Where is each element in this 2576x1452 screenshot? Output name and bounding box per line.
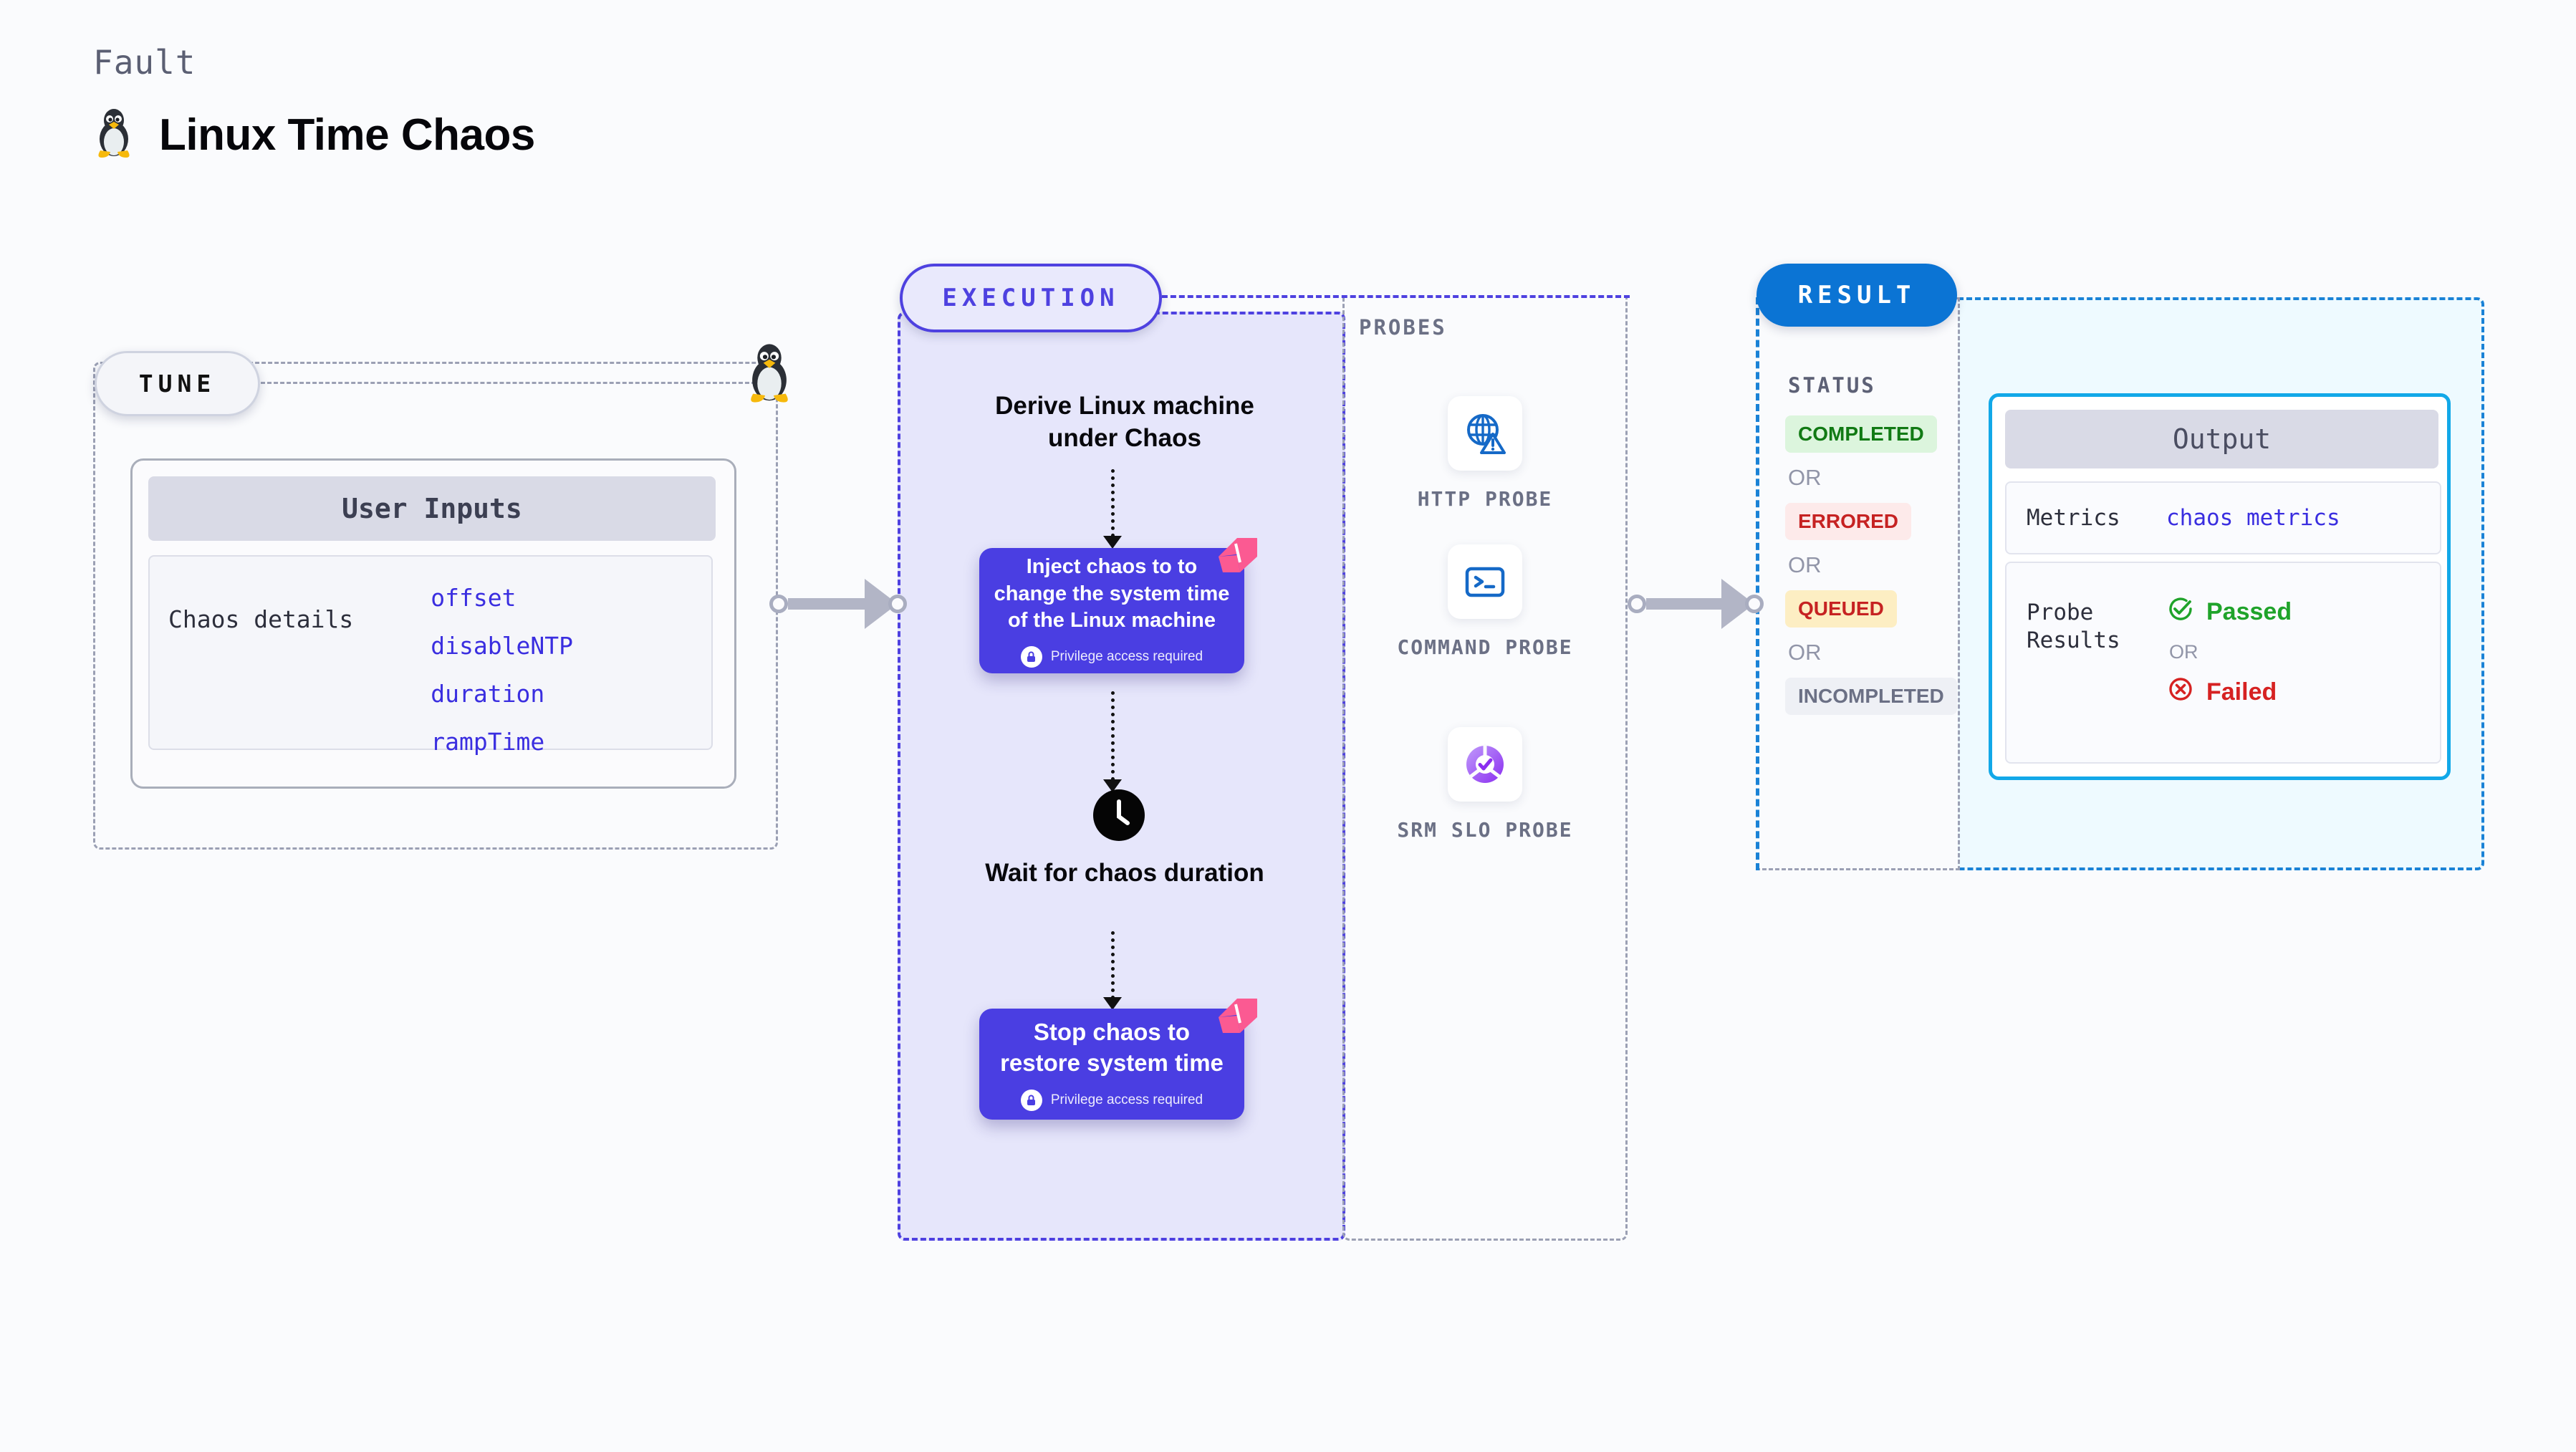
flow-arrow-execution-to-result — [1628, 579, 1764, 629]
execution-step-stop-label: Stop chaos to restore system time — [1000, 1018, 1224, 1076]
user-inputs-card: User Inputs Chaos details offset disable… — [130, 458, 736, 789]
param-ramptime[interactable]: rampTime — [431, 728, 545, 756]
output-probe-passed-label: Passed — [2206, 598, 2292, 625]
lock-icon — [1020, 646, 1042, 668]
execution-connector-2-head — [1103, 779, 1122, 792]
probe-item-http-label: HTTP PROBE — [1417, 487, 1553, 511]
status-or-1: OR — [1788, 465, 1822, 490]
status-badge-errored: ERRORED — [1785, 503, 1912, 540]
execution-connector-3 — [1111, 931, 1115, 999]
output-metrics-key: Metrics — [2027, 504, 2120, 531]
probes-label: PROBES — [1359, 315, 1447, 340]
output-probe-passed: Passed — [2166, 595, 2292, 630]
status-badge-completed: COMPLETED — [1785, 415, 1937, 453]
tune-badge[interactable]: TUNE — [95, 351, 260, 416]
output-probe-failed-label: Failed — [2206, 678, 2277, 706]
arrow-bar — [788, 598, 866, 610]
arrow-start-dot — [1628, 595, 1646, 613]
probe-item-srm-slo[interactable]: SRM SLO PROBE — [1392, 727, 1578, 844]
probes-panel — [1342, 295, 1628, 1241]
execution-connector-1 — [1111, 469, 1115, 537]
execution-step-inject-note: Privilege access required — [1020, 646, 1203, 668]
output-card: Output Metrics chaos metrics Probe Resul… — [1989, 393, 2451, 780]
result-badge[interactable]: RESULT — [1756, 264, 1957, 327]
execution-step-stop-note-label: Privilege access required — [1050, 1092, 1203, 1108]
globe-warning-icon — [1448, 396, 1522, 471]
fault-kicker: Fault — [93, 43, 196, 82]
execution-top-line — [1153, 295, 1630, 298]
execution-step-stop-note: Privilege access required — [1020, 1090, 1203, 1112]
execution-connector-3-head — [1103, 997, 1122, 1010]
output-probe-results-row: Probe Results Passed OR — [2005, 562, 2441, 764]
x-circle-icon — [2166, 675, 2195, 710]
status-badge-queued: QUEUED — [1785, 590, 1897, 628]
param-duration[interactable]: duration — [431, 680, 545, 708]
chaos-ribbon-icon — [1216, 535, 1260, 575]
execution-step-wait-label: Wait for chaos duration — [985, 859, 1264, 887]
terminal-icon — [1448, 544, 1522, 619]
output-metrics-value[interactable]: chaos metrics — [2166, 505, 2340, 531]
probe-item-command-label: COMMAND PROBE — [1397, 635, 1573, 659]
probe-item-srm-slo-label: SRM SLO PROBE — [1397, 818, 1573, 842]
probe-item-command[interactable]: COMMAND PROBE — [1392, 544, 1578, 661]
arrow-end-dot — [888, 595, 907, 613]
page-title: Linux Time Chaos — [159, 110, 535, 160]
output-probe-key: Probe Results — [2027, 600, 2120, 653]
status-label: STATUS — [1788, 373, 1876, 398]
execution-connector-1-head — [1103, 536, 1122, 549]
probe-item-http[interactable]: HTTP PROBE — [1392, 396, 1578, 513]
chaos-details-params: offset disableNTP duration rampTime — [431, 584, 573, 756]
param-offset[interactable]: offset — [431, 584, 516, 612]
execution-connector-2 — [1111, 691, 1115, 781]
chaos-details-label: Chaos details — [168, 605, 354, 633]
slo-donut-check-icon — [1448, 727, 1522, 802]
status-badge-incompleted: INCOMPLETED — [1785, 678, 1957, 715]
status-or-2: OR — [1788, 552, 1822, 577]
output-title: Output — [2005, 410, 2438, 468]
page-title-row: Linux Time Chaos — [93, 107, 535, 163]
flow-arrow-tune-to-execution — [769, 579, 907, 629]
status-list: COMPLETED OR ERRORED OR QUEUED OR INCOMP… — [1785, 415, 1957, 715]
arrow-bar — [1646, 598, 1723, 610]
status-or-3: OR — [1788, 640, 1822, 665]
user-inputs-body: Chaos details offset disableNTP duration… — [148, 555, 713, 756]
arrow-end-dot — [1745, 595, 1764, 613]
execution-badge[interactable]: EXECUTION — [900, 264, 1162, 332]
chaos-ribbon-icon — [1216, 996, 1260, 1036]
output-metrics-row: Metrics chaos metrics — [2005, 481, 2441, 554]
result-panel-left-border — [1756, 297, 1759, 870]
param-disablentp[interactable]: disableNTP — [431, 632, 573, 660]
execution-step-stop-box[interactable]: Stop chaos to restore system time Privil… — [979, 999, 1257, 1120]
clock-icon — [1093, 789, 1145, 841]
tune-connector-line — [254, 382, 756, 384]
execution-step-inject-box[interactable]: Inject chaos to to change the system tim… — [979, 538, 1257, 673]
execution-step-derive-label: Derive Linux machine under Chaos — [995, 392, 1254, 452]
output-probe-or: OR — [2169, 641, 2198, 663]
execution-step-inject-note-label: Privilege access required — [1050, 649, 1203, 665]
user-inputs-title: User Inputs — [148, 476, 716, 541]
page-header: Fault Linux Time Chaos — [93, 43, 535, 163]
output-probe-failed: Failed — [2166, 675, 2292, 710]
tux-penguin-icon — [93, 107, 135, 163]
check-circle-icon — [2166, 595, 2195, 630]
tux-penguin-icon — [742, 342, 797, 404]
arrow-start-dot — [769, 595, 788, 613]
lock-icon — [1020, 1090, 1042, 1112]
execution-step-inject-label: Inject chaos to to change the system tim… — [994, 554, 1230, 633]
